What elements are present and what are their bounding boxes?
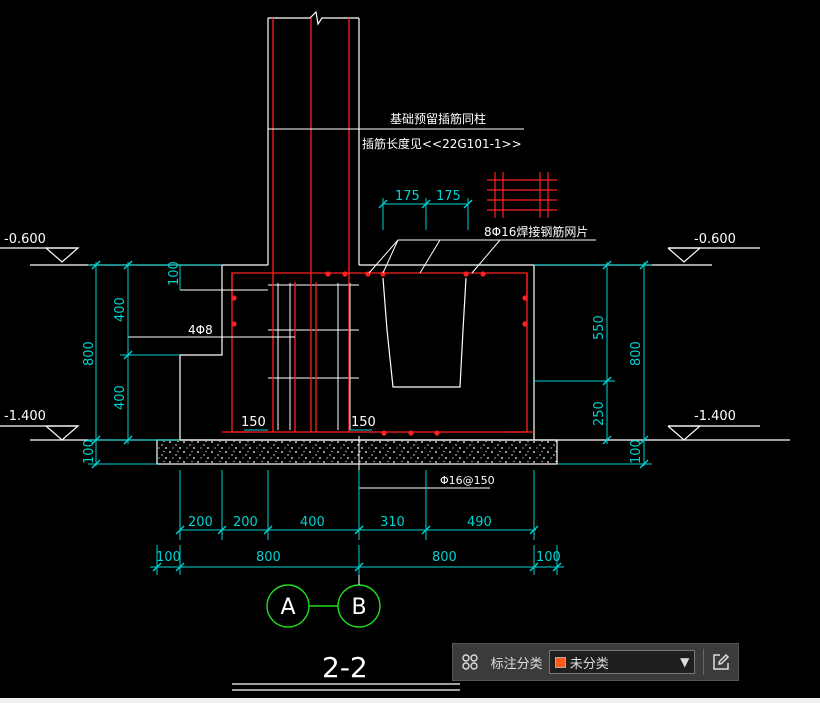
- dim-row2-800-b: 800: [432, 550, 457, 565]
- dim-right-250: 250: [592, 401, 607, 426]
- dim-left-400-a: 400: [113, 297, 128, 322]
- title-underline: [232, 683, 460, 691]
- dim-left-100-top: 100: [167, 261, 182, 286]
- annotation-toolbar: 标注分类 未分类 ▼: [452, 643, 739, 681]
- stirrups: [268, 283, 359, 430]
- dim-row1-0: 200: [188, 515, 213, 530]
- dim-left-800: 800: [82, 341, 97, 366]
- level-markers: [0, 247, 760, 441]
- axis-label-b: B: [351, 595, 366, 620]
- level-left-top: -0.600: [4, 232, 46, 247]
- category-label: 标注分类: [490, 656, 543, 672]
- dimension-lines: [88, 198, 652, 580]
- leader-lines: [128, 128, 596, 489]
- dim-inner-150-a: 150: [241, 415, 266, 430]
- dim-row1-3: 310: [380, 515, 405, 530]
- grid-icon[interactable]: [453, 644, 487, 680]
- level-left-bottom: -1.400: [4, 409, 46, 424]
- dim-right-100: 100: [629, 439, 644, 464]
- leader-note-line1: 基础预留插筋同柱: [390, 111, 486, 126]
- section-title: 2-2: [322, 651, 368, 684]
- edit-icon[interactable]: [704, 644, 738, 680]
- dim-inner-150-b: 150: [351, 415, 376, 430]
- dim-top-175-a: 175: [395, 189, 420, 204]
- structure-outline: [30, 10, 790, 465]
- dim-right-800: 800: [629, 341, 644, 366]
- dim-row2-800-a: 800: [256, 550, 281, 565]
- dim-row1-4: 490: [467, 515, 492, 530]
- leader-note-line2: 插筋长度见<<22G101-1>>: [362, 136, 522, 151]
- dim-row1-2: 400: [300, 515, 325, 530]
- dim-left-100-bottom: 100: [82, 439, 97, 464]
- category-selected-value: 未分类: [569, 656, 609, 672]
- stirrup-note: 4Φ8: [188, 323, 213, 337]
- dimension-ticks: [91, 199, 649, 572]
- toolbar-divider: [703, 649, 705, 675]
- dim-top-175-b: 175: [436, 189, 461, 204]
- chevron-down-icon: ▼: [680, 655, 690, 669]
- mesh-note: 8Φ16焊接钢筋网片: [484, 224, 588, 239]
- dim-row2-100-a: 100: [156, 550, 181, 565]
- concrete-pad: [157, 440, 557, 464]
- status-strip: [0, 698, 820, 703]
- bottom-bar-note: Φ16@150: [440, 474, 495, 487]
- rebar-dots: [231, 271, 528, 436]
- level-right-top: -0.600: [694, 232, 736, 247]
- category-swatch: [554, 656, 566, 668]
- dim-row2-100-b: 100: [536, 550, 561, 565]
- rebar: [222, 18, 534, 433]
- dim-row1-1: 200: [233, 515, 258, 530]
- axis-label-a: A: [280, 595, 295, 620]
- category-select[interactable]: 未分类 ▼: [548, 650, 696, 674]
- dim-left-400-b: 400: [113, 385, 128, 410]
- level-right-bottom: -1.400: [694, 409, 736, 424]
- dim-right-550: 550: [592, 315, 607, 340]
- mesh-detail-icon: [487, 172, 557, 218]
